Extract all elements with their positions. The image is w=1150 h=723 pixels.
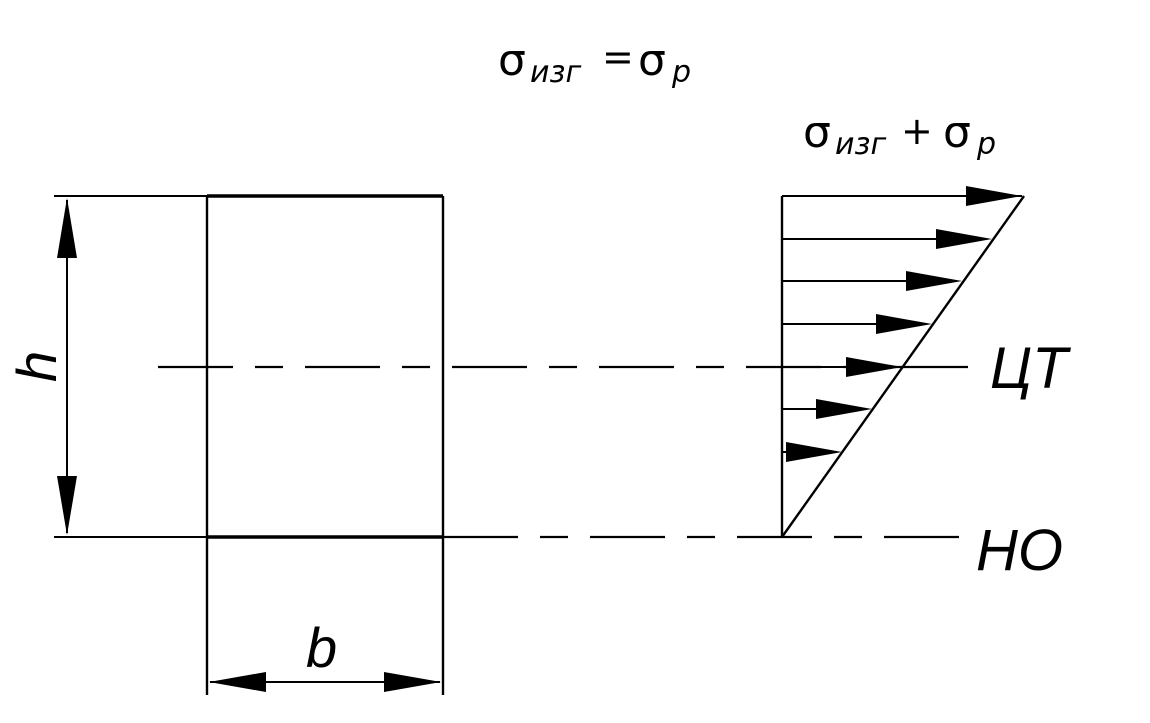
sigma-symbol: σ — [803, 107, 831, 158]
equals-sign: = — [602, 35, 634, 79]
height-dimension: h — [5, 198, 77, 535]
arrowhead-left-icon — [209, 672, 266, 692]
arrowhead-right-icon — [936, 229, 992, 249]
subscript-tension: p — [976, 127, 996, 162]
neutral-axis-label: НО — [976, 518, 1063, 583]
centroid-label: ЦТ — [990, 336, 1071, 401]
stress-envelope — [781, 195, 1025, 538]
arrowhead-right-icon — [966, 186, 1022, 206]
arrowhead-right-icon — [786, 442, 842, 462]
arrowhead-up-icon — [57, 198, 77, 258]
height-label: h — [5, 351, 68, 382]
formula-bending-equals-tension: σ изг = σ p — [498, 35, 691, 90]
subscript-bending: изг — [530, 55, 581, 90]
sigma-symbol: σ — [498, 35, 526, 86]
arrowhead-right-icon — [906, 271, 962, 291]
arrowhead-down-icon — [57, 476, 77, 535]
plus-sign: + — [901, 109, 933, 153]
subscript-tension: p — [671, 55, 691, 90]
arrowhead-right-icon — [876, 314, 932, 334]
arrowhead-right-icon — [846, 357, 902, 377]
cross-section — [205, 194, 445, 695]
arrowhead-right-icon — [816, 399, 872, 419]
formula-bending-plus-tension: σ изг + σ p — [803, 107, 996, 162]
width-dimension: b — [209, 616, 441, 692]
arrowhead-right-icon — [384, 672, 441, 692]
sigma-symbol: σ — [943, 107, 971, 158]
subscript-bending: изг — [835, 127, 886, 162]
width-label: b — [306, 616, 337, 679]
sigma-symbol: σ — [638, 35, 666, 86]
stress-distribution — [780, 186, 1025, 538]
